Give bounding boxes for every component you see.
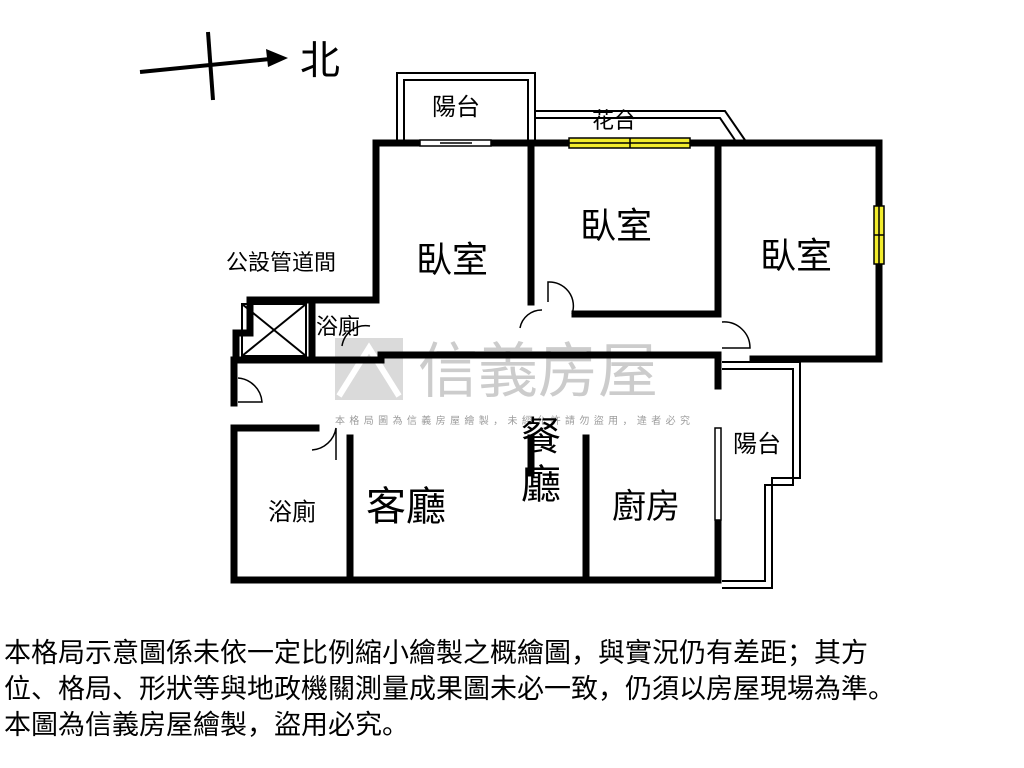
windows (568, 137, 885, 265)
disclaimer-line-1: 本格局示意圖係未依一定比例縮小繪製之概繪圖，與實況仍有差距；其方 (4, 638, 868, 669)
watermark-notice: 本格局圖為信義房屋繪製，未經允許請勿盜用，違者必究 (335, 414, 690, 427)
room-label-bathroom-upper: 浴廁 (316, 315, 360, 340)
disclaimer-line-2: 位、格局、形狀等與地政機關測量成果圖未必一致，仍須以房屋現場為準。 (4, 674, 895, 705)
disclaimer-line-3: 本圖為信義房屋繪製，盜用必究。 (4, 710, 409, 741)
room-label-balcony-top: 陽台 (432, 93, 480, 121)
sliding-doors (419, 139, 722, 521)
thin-outlines (396, 72, 801, 589)
disclaimer-text: 本格局示意圖係未依一定比例縮小繪製之概繪圖，與實況仍有差距；其方 位、格局、形狀… (4, 636, 1020, 744)
room-label-bedroom-1: 臥室 (416, 240, 488, 281)
room-label-bedroom-3: 臥室 (760, 236, 832, 277)
walls (230, 139, 883, 584)
room-label-living-room: 客廳 (366, 484, 446, 530)
watermark-brand: 信義房屋 (418, 337, 658, 407)
room-labels: 陽台 花台 臥室 臥室 臥室 公設管道間 浴廁 浴廁 客廳 餐廳 廚房 陽台 (226, 93, 832, 530)
room-label-utility-shaft: 公設管道間 (226, 251, 336, 276)
watermark: 信義房屋 本格局圖為信義房屋繪製，未經允許請勿盜用，違者必究 (335, 337, 690, 427)
swing-doors (237, 281, 751, 460)
room-label-flower-bed: 花台 (592, 109, 636, 134)
room-label-balcony-right: 陽台 (733, 430, 781, 458)
floor-plan: 北 信義房屋 本格局圖為信義房屋繪製，未經允許請勿盜用，違者必究 (139, 31, 885, 589)
compass-label: 北 (300, 38, 340, 84)
room-label-kitchen: 廚房 (612, 487, 680, 527)
room-label-bedroom-2: 臥室 (580, 206, 652, 247)
watermark-logo-icon (335, 338, 403, 400)
room-label-bathroom-lower: 浴廁 (268, 498, 316, 526)
north-compass: 北 (139, 31, 340, 101)
room-label-dining-room: 餐廳 (521, 414, 561, 508)
utility-shaft (241, 303, 307, 357)
